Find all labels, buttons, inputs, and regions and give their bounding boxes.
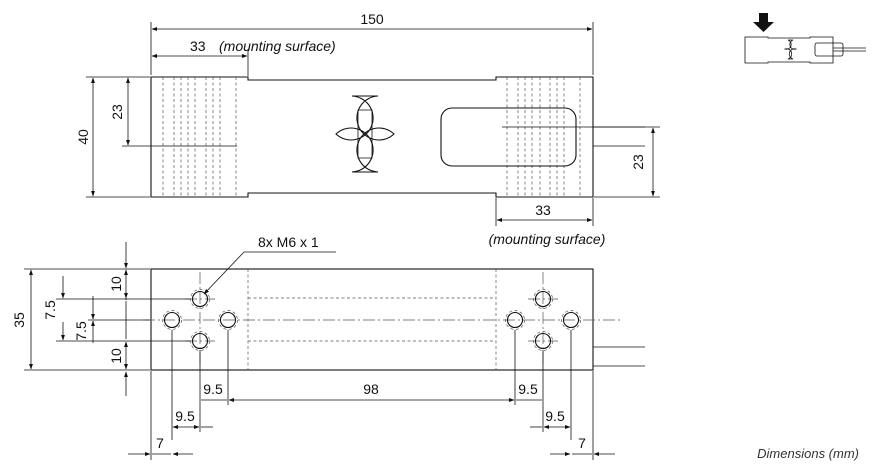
dim-right-mount: 33 (mounting surface) (489, 198, 606, 247)
left-mount-value: 33 (190, 38, 206, 54)
top-edge-label: 10 (108, 276, 124, 292)
right-mount-label: (mounting surface) (489, 231, 606, 247)
height-label: 40 (75, 129, 91, 145)
dim-horizontal-chain: 9.5 98 9.5 9.5 9.5 7 7 (128, 330, 615, 460)
load-direction-thumbnail (744, 13, 866, 64)
thumbnail-pocket (814, 42, 844, 57)
dim-vertical-chain: 10 7.5 7.5 10 (42, 242, 190, 396)
dim-right-offset: 23 (502, 126, 660, 198)
down-arrow-icon (753, 13, 774, 32)
right-spacing-a: 9.5 (518, 381, 538, 397)
dim-left-offset: 23 (109, 77, 237, 147)
dim-left-mount: 33 (mounting surface) (151, 38, 336, 76)
center-span-label: 98 (363, 381, 379, 397)
cable-top (593, 126, 645, 147)
side-hidden-edges (247, 269, 497, 370)
right-spacing-b: 9.5 (545, 408, 565, 424)
gauge-pocket (440, 107, 577, 167)
thumbnail-cutout (783, 39, 798, 60)
right-hidden-holes (506, 77, 581, 197)
left-mount-label: (mounting surface) (219, 38, 336, 54)
left-edge-label: 7 (156, 435, 164, 451)
left-spacing-b: 9.5 (175, 408, 195, 424)
right-threaded-holes (505, 289, 581, 351)
binocular-cutout (335, 95, 395, 173)
thumbnail-cell (744, 36, 834, 64)
left-spacing-a: 9.5 (203, 381, 223, 397)
right-offset-label: 23 (630, 154, 646, 170)
thread-note: 8x M6 x 1 (258, 234, 319, 250)
lower-half-label: 7.5 (73, 321, 89, 341)
dim-overall-length: 150 (150, 11, 594, 75)
left-offset-label: 23 (109, 104, 125, 120)
thread-leader: 8x M6 x 1 (203, 234, 336, 295)
right-mount-value: 33 (535, 202, 551, 218)
upper-half-label: 7.5 (42, 300, 58, 320)
dim-height-40: 40 (75, 76, 150, 198)
left-threaded-holes (162, 289, 238, 351)
bottom-edge-label: 10 (108, 348, 124, 364)
load-cell-side-outline (150, 268, 594, 371)
dim-side-height: 35 (11, 268, 150, 371)
hole-centerlines (185, 272, 558, 367)
side-height-label: 35 (11, 312, 27, 328)
cable-side (593, 346, 645, 367)
top-view: 150 33 (mounting surface) 40 23 23 (75, 11, 660, 247)
right-edge-label: 7 (578, 435, 586, 451)
load-cell-top-outline (150, 76, 594, 198)
side-view: 8x M6 x 1 35 10 7.5 7.5 (11, 234, 645, 460)
left-hidden-holes (162, 77, 237, 197)
units-note: Dimensions (mm) (757, 446, 859, 461)
length-label: 150 (360, 11, 384, 27)
